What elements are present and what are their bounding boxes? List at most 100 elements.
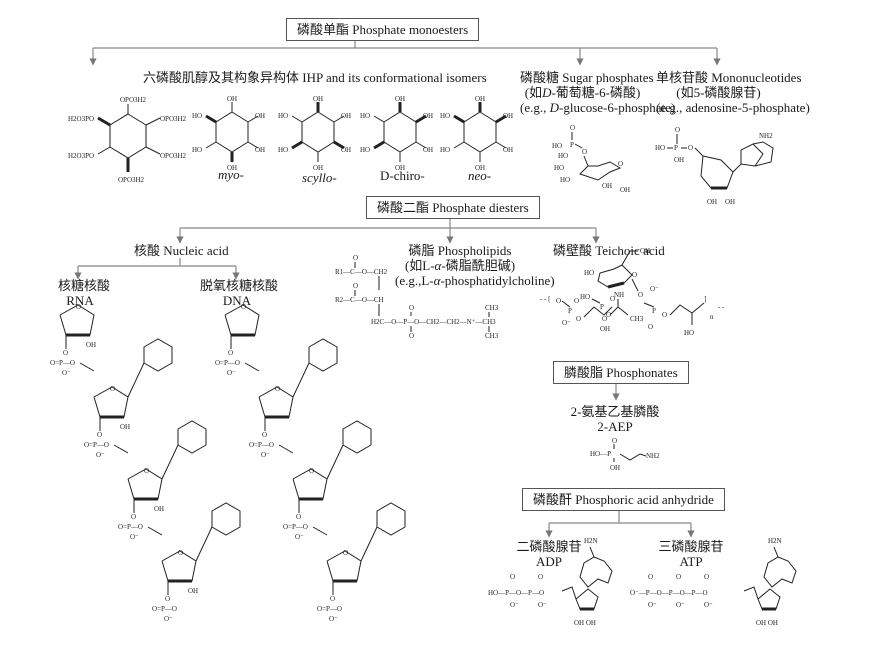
ester-oxygen: O [131,513,136,521]
pl-line3-it: α [433,273,441,288]
svg-text:O: O [675,126,680,134]
svg-text:OH: OH [600,325,610,333]
bond [147,526,163,536]
svg-text:HO: HO [278,146,288,154]
glycosidic-bond [292,362,310,398]
svg-text:O: O [556,297,561,305]
svg-text:HO—P: HO—P [590,450,611,458]
ring-oxygen: O [275,385,280,393]
ring-oxygen: O [309,467,314,475]
bond [79,362,95,372]
svg-text:CH3: CH3 [485,304,499,312]
svg-text:O: O [618,160,623,168]
ihp-structure: OPO3H2 OPO3H2 OPO3H2 OPO3H2 H2O3PO H2O3P… [68,96,187,184]
sugar-ring [292,468,328,500]
phospholipids-label: 磷脂 Phospholipids (如L-α-磷脂酰胆碱) (e.g.,L-α-… [395,243,555,288]
anhydride-title-box: 磷酸酐 Phosphoric acid anhydride [522,488,725,511]
svg-text:O: O [638,291,643,299]
svg-text:OH: OH [255,146,265,154]
glycosidic-bond [326,444,344,480]
svg-text:HO: HO [552,142,562,150]
ring-oxygen: O [110,385,115,393]
ester-oxygen: O [97,431,102,439]
glycosidic-bond [161,444,179,480]
pl-line2-it: α [434,258,442,273]
sugar-line2: (如D-葡萄糖-6-磷酸) [520,85,645,100]
ring-oxygen: O [343,549,348,557]
phospholipid-line1: 磷脂 Phospholipids [408,243,512,258]
hydroxyl: OH [154,505,164,513]
pl-line3-post: -phosphatidylcholine) [440,273,555,288]
svg-text:NH: NH [614,291,624,299]
svg-text:P: P [652,307,656,315]
svg-text:HO: HO [278,112,288,120]
svg-text:OH: OH [602,182,612,190]
ring-oxygen: O [144,467,149,475]
glycosidic-bond [195,526,213,562]
dna-label: 脱氧核糖核酸 DNA [200,278,278,308]
svg-text:OH: OH [227,95,237,103]
svg-text:HO: HO [360,146,370,154]
aep-label: 2-氨基乙基膦酸 2-AEP [560,404,670,434]
svg-text:HO: HO [440,112,450,120]
svg-text:O⁻: O⁻ [650,285,659,293]
nucleobase-ring [376,502,406,536]
adp-label: 二磷酸腺苷 ADP [514,539,584,569]
svg-text:OH: OH [255,112,265,120]
pl-line3-pre: (e.g.,L- [395,273,434,288]
svg-text:- - [: - - [ [540,295,551,303]
ester-oxygen: O [165,595,170,603]
ihp-bl-group: H2O3PO [68,152,94,160]
phosphonates-title: 膦酸脂 Phosphonates [564,365,678,380]
svg-text:O: O [353,282,358,290]
svg-text:HO: HO [584,269,594,277]
svg-text:OH: OH [725,198,735,206]
svg-text:OH: OH [227,164,237,172]
svg-text:CH3: CH3 [630,315,644,323]
svg-text:OH: OH [475,95,485,103]
svg-text:OH: OH [341,146,351,154]
svg-text:OH: OH [313,95,323,103]
svg-text:HO: HO [192,146,202,154]
svg-text:H2N: H2N [768,537,782,545]
sugar-line2-post: -葡萄糖-6-磷酸) [551,85,641,100]
ring-oxygen: O [241,303,246,311]
svg-text:O: O [632,271,637,279]
svg-text:OH: OH [640,247,650,255]
rna-label: 核糖核酸 RNA [58,278,110,308]
svg-text:OH OH: OH OH [574,619,596,627]
svg-text:P: P [568,307,572,315]
aep-structure: O HO—P NH2 OH [590,437,660,472]
phosphate-ominus: O⁻ [227,369,236,377]
svg-text:O: O [648,573,653,581]
svg-text:O: O [610,295,615,303]
svg-text:- -: - - [718,303,725,311]
bond [312,526,328,536]
svg-text:P: P [570,141,574,149]
glycosidic-bond [360,526,378,562]
svg-text:OH: OH [423,112,433,120]
sugar-ring [258,386,294,418]
ihp-label: 六磷酸肌醇及其构象异构体 IHP and its conformational … [143,70,487,85]
svg-text:H2C—O—P—O—CH2—CH2—N⁺—CH3: H2C—O—P—O—CH2—CH2—N⁺—CH3 [371,318,496,326]
svg-text:OH: OH [707,198,717,206]
diesters-title-box: 磷酸二酯 Phosphate diesters [366,196,540,219]
svg-text:OH: OH [423,146,433,154]
ester-oxygen: O [296,513,301,521]
isomer-d-chiro: D-chiro- [380,168,425,183]
svg-text:O: O [662,311,667,319]
aep-abbr: 2-AEP [597,419,633,434]
nucleobase-ring [143,338,173,372]
phospholipid-line3: (e.g.,L-α-phosphatidylcholine) [395,273,555,288]
svg-text:OH: OH [610,464,620,472]
isomer-neo: neo- [468,168,492,183]
svg-text:HO: HO [684,329,694,337]
anhydride-title: 磷酸酐 Phosphoric acid anhydride [533,492,714,507]
bond [244,362,260,372]
phosphate-ominus: O⁻ [329,615,338,623]
adp-cn: 二磷酸腺苷 [516,539,582,554]
